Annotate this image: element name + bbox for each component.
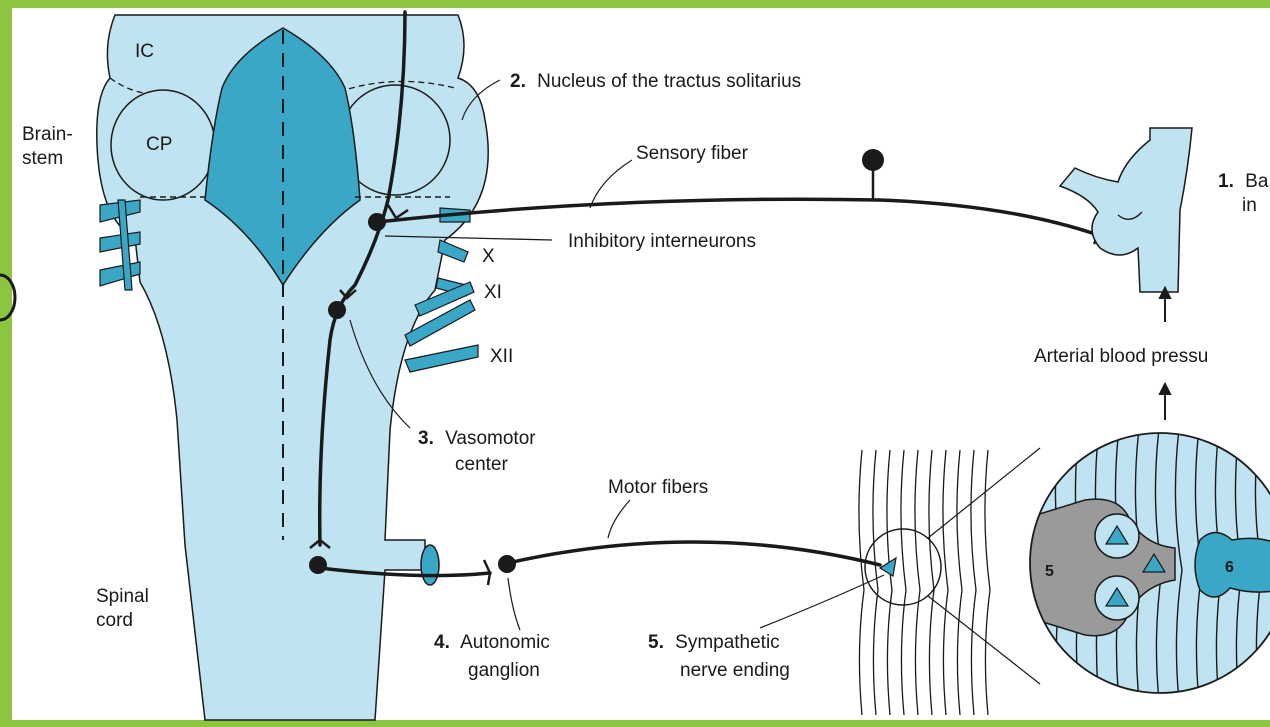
label-nerve-xi: XI <box>484 282 502 303</box>
label-autonomic-ganglion-line2: ganglion <box>468 660 540 681</box>
inset-label-5: 5 <box>1045 563 1054 580</box>
label-autonomic-ganglion: 4. Autonomic <box>434 632 550 653</box>
inset-label-6: 6 <box>1225 559 1234 576</box>
ventral-root <box>421 545 439 585</box>
label-nucleus-tractus-solitarius: 2. Nucleus of the tractus solitarius <box>510 71 801 92</box>
label-arterial-blood-pressure: Arterial blood pressu <box>1034 346 1208 367</box>
label-cp: CP <box>146 134 172 155</box>
label-ic: IC <box>135 41 154 62</box>
label-baroreceptors-line2: in <box>1242 195 1257 216</box>
label-motor-fibers: Motor fibers <box>608 477 708 498</box>
label-nerve-xii: XII <box>490 346 513 367</box>
label-inhibitory-interneurons: Inhibitory interneurons <box>568 231 756 252</box>
sensory-ganglion <box>862 149 884 171</box>
label-vasomotor-center: 3. Vasomotor <box>418 428 536 449</box>
label-sympathetic-nerve-ending: 5. Sympathetic <box>648 632 780 653</box>
label-nerve-x: X <box>482 246 495 267</box>
label-vasomotor-center-line2: center <box>455 454 508 475</box>
label-sympathetic-nerve-ending-line2: nerve ending <box>680 660 790 681</box>
label-sensory-fiber: Sensory fiber <box>636 143 749 164</box>
